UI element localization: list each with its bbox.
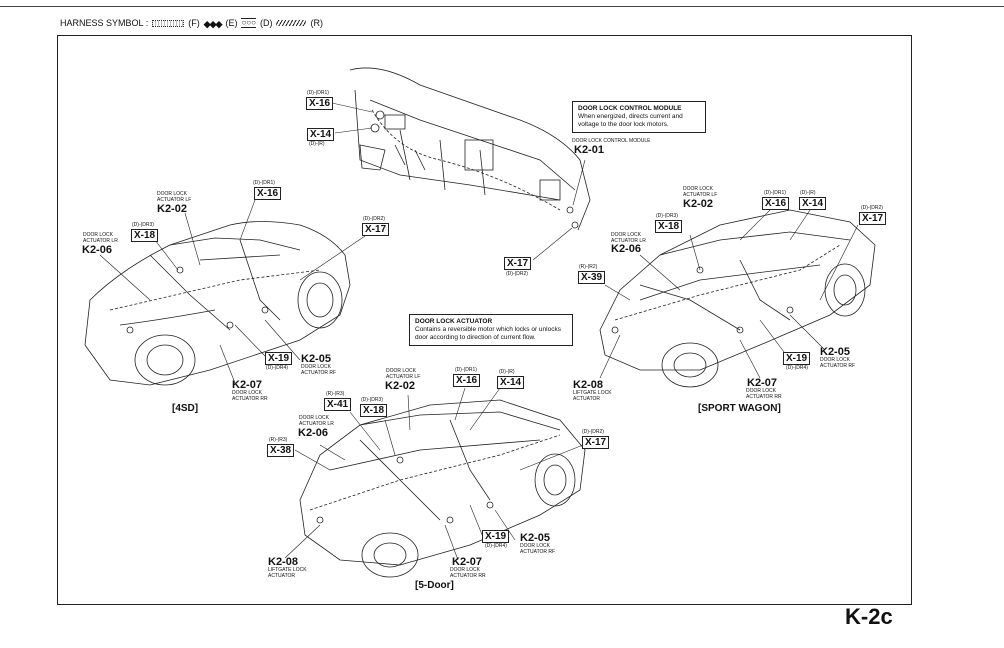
door5-rr-label: DOOR LOCK ACTUATOR RR [450,567,486,579]
wagon-x14-box: X-14 [799,197,827,210]
wagon-x14-tag: (D)-(R) [800,190,816,196]
wagon-x16-box: X-16 [762,197,790,210]
sedan-x16-box: X-16 [254,187,282,200]
door5-x17-box: X-17 [582,436,610,449]
sedan-x19-box: X-19 [265,352,293,365]
module-note-text: When energized, directs current and volt… [578,113,683,128]
sedan-x18-box: X-18 [131,229,159,242]
sedan-lr-label: DOOR LOCK ACTUATOR LR [83,232,118,244]
sedan-rr-label: DOOR LOCK ACTUATOR RR [232,390,268,402]
door5-lg-code: K2-08 [268,556,298,568]
module-note: DOOR LOCK CONTROL MODULE When energized,… [572,101,706,133]
wagon-lg-code: K2-08 [573,379,603,391]
sedan-x16-tag: (D)-(DR1) [253,180,275,186]
door5-x19-tag: (D)-(DR4) [485,543,507,549]
wagon-lf-label: DOOR LOCK ACTUATOR LF [683,186,718,198]
wagon-x19-tag: (D)-(DR4) [786,365,808,371]
door5-x17-tag: (D)-(DR2) [582,429,604,435]
door5-lr-code: K2-06 [298,427,328,439]
door5-x16-tag: (D)-(DR1) [455,367,477,373]
door5-x19-box: X-19 [482,530,510,543]
wagon-drawing [599,209,876,388]
wagon-x18-tag: (D)-(DR3) [656,213,678,219]
diagram-frame [57,35,912,605]
actuator-note: DOOR LOCK ACTUATOR Contains a reversible… [409,314,573,346]
door5-x41-box: X-41 [324,398,352,411]
wagon-x39-tag: (R)-(R2) [579,264,598,270]
wagon-x19-box: X-19 [783,352,811,365]
dash-x14-tag: (D)-(R) [309,141,325,147]
door5-rf-label: DOOR LOCK ACTUATOR RF [520,543,556,555]
legend-title: HARNESS SYMBOL : [60,18,149,28]
sedan-lf-label: DOOR LOCK ACTUATOR LF [157,191,192,203]
diamond-symbol: ◆◆◆ [203,19,223,29]
wagon-x17-box: X-17 [859,212,887,225]
door5-x16-box: X-16 [453,374,481,387]
sedan-lf-code: K2-02 [157,203,187,215]
door5-rr-code: K2-07 [452,556,482,568]
door5-x18-tag: (D)-(DR3) [361,397,383,403]
five-door-drawing [299,399,586,578]
leader-lines [99,102,859,561]
door5-caption: [5-Door] [415,580,454,591]
page-code: K-2c [845,604,893,629]
sedan-rf-label: DOOR LOCK ACTUATOR RF [301,364,337,376]
wagon-caption: [SPORT WAGON] [698,403,781,414]
sedan-caption: [4SD] [172,403,199,414]
dash-x17-tag: (D)-(DR2) [506,271,528,277]
door5-x38-box: X-38 [267,444,295,457]
dash-x16-tag: (D)-(DR1) [307,90,329,96]
door5-x14-box: X-14 [497,376,525,389]
sedan-x18-tag: (D)-(DR3) [132,222,154,228]
sedan-drawing [84,221,351,386]
legend-r-label: (R) [310,18,323,28]
dash-x14-box: X-14 [307,128,335,141]
sedan-rr-code: K2-07 [232,379,262,391]
dash-x17-box: X-17 [504,257,532,270]
wagon-x16-tag: (D)-(DR1) [764,190,786,196]
sedan-x19-tag: (D)-(DR4) [266,365,288,371]
dashboard-drawing [349,67,591,231]
sedan-lr-code: K2-06 [82,244,112,256]
door5-x41-tag: (R)-(R3) [326,391,345,397]
dash-x16-box: X-16 [306,97,334,110]
sedan-x17-box: X-17 [362,223,390,236]
door5-x14-tag: (D)-(R) [499,369,515,375]
wagon-x39-box: X-39 [578,271,606,284]
harness-legend: HARNESS SYMBOL : (F) ◆◆◆ (E) ○○○ (D) (R) [60,18,323,29]
legend-f-label: (F) [188,18,200,28]
door5-x38-tag: (R)-(R3) [269,437,288,443]
header-rule [0,6,1004,7]
sedan-rf-code: K2-05 [301,353,331,365]
door5-x18-box: X-18 [360,404,388,417]
wagon-rf-code: K2-05 [820,346,850,358]
dotted-line-symbol [152,19,185,27]
door5-lf-label: DOOR LOCK ACTUATOR LF [386,368,421,380]
wagon-x18-box: X-18 [655,220,683,233]
legend-e-label: (E) [225,18,238,28]
hatched-line-symbol [276,20,307,26]
door5-lr-label: DOOR LOCK ACTUATOR LR [299,415,334,427]
actuator-note-title: DOOR LOCK ACTUATOR [415,318,493,325]
door5-rf-code: K2-05 [520,532,550,544]
wagon-lr-code: K2-06 [611,243,641,255]
door5-lg-label: LIFTGATE LOCK ACTUATOR [268,567,307,579]
dash-module-code: K2-01 [574,144,604,156]
module-note-title: DOOR LOCK CONTROL MODULE [578,105,682,112]
legend-d-label: (D) [259,18,273,28]
wagon-rr-code: K2-07 [747,377,777,389]
wagon-rr-label: DOOR LOCK ACTUATOR RR [746,388,782,400]
sedan-x17-tag: (D)-(DR2) [363,216,385,222]
circle-symbol: ○○○ [241,18,256,28]
wagon-lg-label: LIFTGATE LOCK ACTUATOR [573,390,612,402]
door5-lf-code: K2-02 [385,380,415,392]
wagon-lf-code: K2-02 [683,198,713,210]
actuator-note-text: Contains a reversible motor which locks … [415,326,561,341]
dash-module-label: DOOR LOCK CONTROL MODULE [572,138,651,144]
wagon-lr-label: DOOR LOCK ACTUATOR LR [611,232,646,244]
wagon-x17-tag: (D)-(DR2) [861,205,883,211]
wagon-rf-label: DOOR LOCK ACTUATOR RF [820,357,856,369]
